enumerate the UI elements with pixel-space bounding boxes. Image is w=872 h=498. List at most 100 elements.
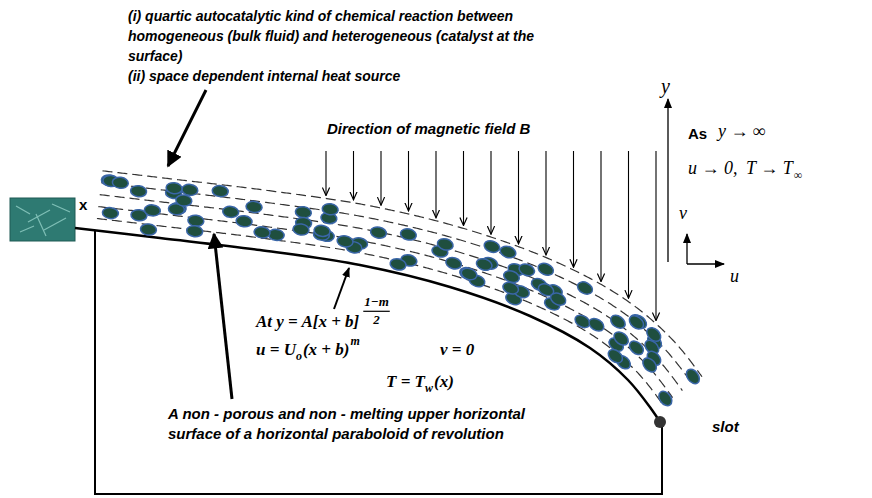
streamline bbox=[97, 218, 663, 404]
field-arrow bbox=[600, 151, 601, 282]
particle bbox=[212, 185, 229, 198]
y-axis bbox=[667, 99, 668, 262]
axis-label: x bbox=[79, 196, 87, 214]
particle bbox=[460, 266, 479, 281]
flow-layers bbox=[97, 171, 702, 405]
particle bbox=[321, 203, 338, 216]
particle bbox=[253, 226, 270, 239]
particle bbox=[222, 206, 239, 219]
particle bbox=[608, 313, 627, 331]
field-arrow bbox=[435, 151, 436, 218]
particle bbox=[587, 316, 606, 334]
subscript: ∞ bbox=[794, 168, 803, 182]
texture-stroke bbox=[44, 218, 66, 230]
particle bbox=[501, 280, 520, 296]
streamline bbox=[100, 195, 683, 391]
magnetic-field bbox=[326, 151, 656, 321]
particle bbox=[640, 355, 659, 374]
pointer-arrows bbox=[168, 90, 349, 399]
streamline bbox=[103, 171, 702, 377]
particle bbox=[130, 185, 147, 198]
particle bbox=[140, 223, 157, 236]
particle bbox=[166, 182, 183, 195]
axis-label: u bbox=[730, 266, 739, 288]
boundary-condition: At y = A[x + b] bbox=[256, 312, 359, 332]
annotation-text: (ii) space dependent internal heat sourc… bbox=[128, 66, 400, 86]
texture-stroke bbox=[36, 214, 46, 236]
particle bbox=[399, 227, 417, 241]
particle bbox=[483, 239, 502, 255]
body-frame bbox=[95, 231, 662, 494]
particle bbox=[606, 347, 625, 366]
teal-block bbox=[10, 198, 75, 241]
boundary-condition: (x) bbox=[434, 372, 454, 392]
frame-line bbox=[95, 231, 662, 494]
particle bbox=[517, 262, 536, 278]
condition-text: T → T bbox=[746, 158, 793, 180]
particle bbox=[627, 313, 646, 332]
subscript: o bbox=[296, 349, 302, 363]
particle bbox=[644, 325, 663, 344]
fraction-bar bbox=[363, 311, 390, 312]
particle bbox=[336, 235, 354, 249]
streamline bbox=[101, 183, 692, 384]
exponent: 1−m bbox=[364, 294, 389, 310]
particle bbox=[549, 291, 568, 308]
axes bbox=[668, 99, 724, 264]
particle bbox=[436, 237, 454, 252]
texture-stroke bbox=[16, 206, 30, 214]
particle bbox=[144, 204, 161, 217]
particle bbox=[444, 256, 462, 271]
condition-text: u → 0, bbox=[688, 158, 738, 180]
teal-square bbox=[10, 198, 75, 241]
particle bbox=[499, 244, 518, 260]
axis-label: y bbox=[661, 74, 670, 98]
particle bbox=[245, 200, 262, 213]
pointer-arrow bbox=[334, 268, 349, 309]
particle bbox=[235, 215, 252, 228]
field-arrow bbox=[490, 151, 491, 234]
field-arrow bbox=[463, 151, 464, 226]
boundary-condition: (x + b) bbox=[303, 340, 350, 360]
boundary-condition: u = U bbox=[256, 340, 296, 360]
field-label: Direction of magnetic field B bbox=[327, 120, 530, 138]
texture-stroke bbox=[52, 204, 70, 212]
field-arrow bbox=[380, 151, 381, 205]
slot-dot bbox=[654, 416, 666, 428]
v-axis bbox=[686, 234, 687, 264]
particle bbox=[102, 207, 119, 220]
u-axis bbox=[687, 263, 724, 264]
texture-stroke bbox=[20, 226, 34, 232]
field-arrow bbox=[545, 151, 546, 255]
streamline bbox=[98, 207, 672, 398]
particle bbox=[475, 257, 494, 272]
boundary-condition: T = T bbox=[386, 372, 425, 392]
particle bbox=[369, 226, 387, 240]
particle bbox=[684, 367, 702, 386]
condition-text: y → ∞ bbox=[718, 121, 766, 143]
particle bbox=[292, 223, 309, 236]
particle bbox=[536, 261, 555, 277]
particle bbox=[112, 176, 129, 189]
particle bbox=[186, 225, 203, 238]
pointer-arrow bbox=[214, 234, 232, 399]
particle bbox=[627, 338, 646, 357]
surface-curve bbox=[75, 228, 660, 422]
slot-label: slot bbox=[712, 418, 739, 436]
field-arrow bbox=[628, 151, 629, 298]
field-arrow bbox=[408, 151, 409, 211]
field-arrow bbox=[325, 151, 326, 196]
particle bbox=[175, 194, 192, 207]
field-arrow bbox=[518, 151, 519, 244]
surface-label: A non - porous and non - melting upper h… bbox=[168, 404, 548, 444]
particle bbox=[313, 224, 330, 237]
field-arrow bbox=[655, 151, 656, 321]
annotation-text: (i) quartic autocatalytic kind of chemic… bbox=[128, 6, 568, 66]
subscript: w bbox=[425, 381, 433, 395]
pointer-arrow bbox=[168, 90, 206, 166]
condition-text: As bbox=[688, 125, 707, 143]
particle bbox=[611, 329, 630, 348]
exponent: 2 bbox=[373, 312, 380, 328]
